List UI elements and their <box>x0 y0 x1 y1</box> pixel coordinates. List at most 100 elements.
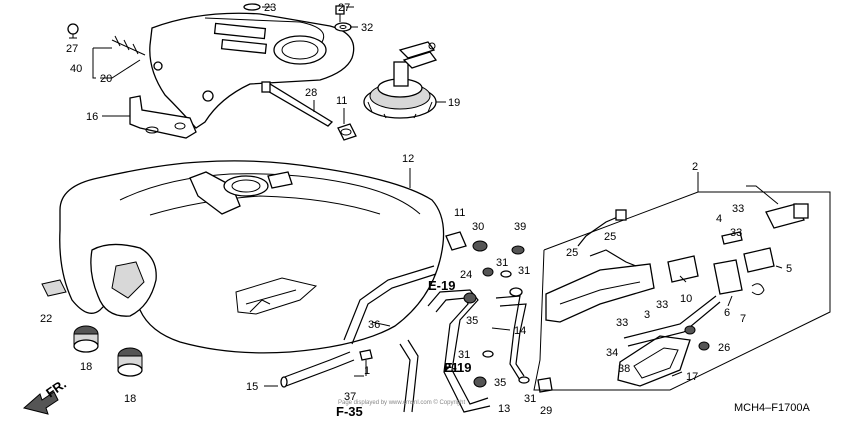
callout-number: 3 <box>644 309 650 321</box>
callout-number: 27 <box>66 43 78 55</box>
fuel-pump-assembly-frame <box>533 191 831 391</box>
strainer-6 <box>713 259 743 295</box>
pipe-4 <box>721 231 743 245</box>
callout-number: 16 <box>86 111 98 123</box>
rubber-18-right <box>117 347 143 377</box>
bolt-24 <box>482 267 494 277</box>
callout-number: 37 <box>344 391 356 403</box>
callout-number: 33 <box>656 299 668 311</box>
cable-40 <box>111 35 146 56</box>
callout-number: 33 <box>730 227 742 239</box>
callout-number: 11 <box>454 207 465 219</box>
reference-label: E-19 <box>444 360 471 375</box>
nut-23 <box>243 3 261 11</box>
bolt-28 <box>261 81 334 127</box>
hose-36 <box>343 265 437 345</box>
callout-number: 31 <box>458 349 470 361</box>
collar-11-top <box>337 123 357 141</box>
callout-number: 28 <box>305 87 317 99</box>
hose-13 <box>427 289 491 413</box>
callout-number: 35 <box>494 377 506 389</box>
callout-number: 30 <box>472 221 484 233</box>
callout-number: 33 <box>616 317 628 329</box>
grommet-30 <box>472 240 488 252</box>
callout-number: 17 <box>686 371 698 383</box>
callout-number: 23 <box>264 2 276 14</box>
screw-27-right <box>335 5 345 22</box>
washer-31-c <box>482 350 494 358</box>
callout-number: 14 <box>514 325 526 337</box>
callout-number: 34 <box>606 347 618 359</box>
callout-number: 36 <box>368 319 380 331</box>
fuel-cap <box>363 41 438 119</box>
callout-number: 27 <box>338 2 350 14</box>
hose-15 <box>280 351 355 388</box>
gasket-38 <box>617 335 691 387</box>
clip-7 <box>751 283 765 296</box>
callout-number: 1 <box>364 365 370 377</box>
regulator-10 <box>667 255 699 283</box>
grommet-21 <box>684 325 696 335</box>
fuel-pump <box>765 203 809 229</box>
rubber-18-left <box>73 325 99 353</box>
callout-number: 10 <box>680 293 692 305</box>
hose-14 <box>495 295 527 381</box>
callout-number: 26 <box>718 342 730 354</box>
callout-number: 2 <box>692 161 698 173</box>
washer-32 <box>334 22 352 32</box>
callout-number: 25 <box>566 247 578 259</box>
callout-number: 35 <box>466 315 478 327</box>
clip-35-bottom <box>473 376 487 388</box>
hose-pump <box>623 295 721 347</box>
washer-31-a <box>500 270 512 278</box>
callout-number: 40 <box>70 63 82 75</box>
bolt-26 <box>698 341 710 351</box>
callout-number: 4 <box>716 213 722 225</box>
tank-top-cover <box>149 12 355 129</box>
callout-number: 5 <box>786 263 792 275</box>
washer-31-d <box>518 376 530 384</box>
tee-connector-1 <box>359 349 373 376</box>
callout-number: 32 <box>361 22 373 34</box>
callout-number: 24 <box>460 269 472 281</box>
callout-number: 6 <box>724 307 730 319</box>
pump-bracket <box>545 263 655 323</box>
callout-number: 12 <box>402 153 414 165</box>
callout-number: 38 <box>618 363 630 375</box>
diagram-code: MCH4–F1700A <box>734 402 810 414</box>
rubber-22 <box>41 279 67 297</box>
leader-lines <box>92 6 783 387</box>
callout-number: 13 <box>498 403 510 415</box>
callout-number: 19 <box>448 97 460 109</box>
screw-27-left <box>67 23 79 39</box>
collar-11-mid <box>445 231 467 251</box>
washer-31-b <box>509 287 523 297</box>
reference-label: E-19 <box>428 278 455 293</box>
watermark-text: Page displayed by www.cmsnl.com © Copyri… <box>338 399 465 406</box>
reference-label: F-35 <box>336 404 363 419</box>
callout-number: 39 <box>514 221 526 233</box>
callout-number: 31 <box>496 257 508 269</box>
filter-5 <box>743 247 775 273</box>
wiring-harness <box>577 209 637 267</box>
clip-35-top <box>463 292 477 304</box>
bolt-39 <box>511 245 525 255</box>
front-direction-arrow <box>22 391 59 415</box>
callout-number: 20 <box>100 73 112 85</box>
callout-number: 25 <box>604 231 616 243</box>
callout-number: 33 <box>732 203 744 215</box>
cover-bracket <box>129 95 197 139</box>
fuel-tank <box>59 160 445 354</box>
callout-number: 29 <box>540 405 552 417</box>
callout-number: 7 <box>740 313 746 325</box>
callout-number: 15 <box>246 381 258 393</box>
callout-number: 31 <box>518 265 530 277</box>
callout-number: 31 <box>524 393 536 405</box>
callout-number: 18 <box>80 361 92 373</box>
hose-37 <box>399 339 419 413</box>
callout-number: 18 <box>124 393 136 405</box>
callout-number: 11 <box>336 95 347 107</box>
reference-label: 21 <box>444 360 458 375</box>
